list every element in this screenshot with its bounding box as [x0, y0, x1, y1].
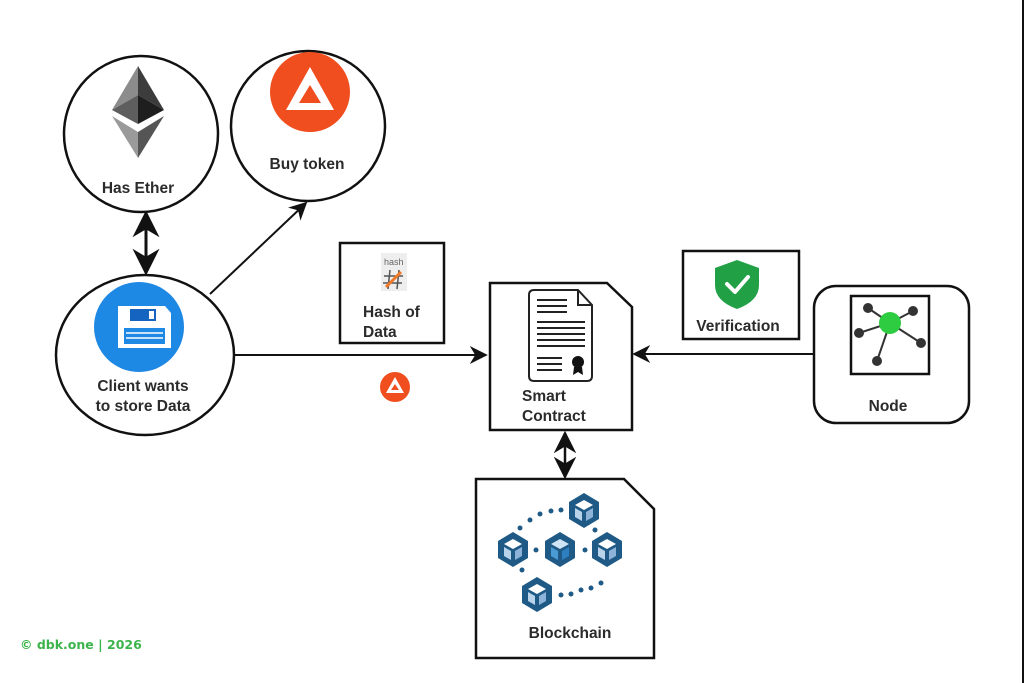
copyright-text: © dbk.one | 2026 — [20, 637, 142, 652]
buy-token-label: Buy token — [270, 156, 345, 173]
contract-document-icon — [528, 289, 593, 382]
block-cube — [592, 532, 622, 567]
client-label-line1: Client wants — [97, 378, 188, 395]
ethereum-icon — [112, 66, 164, 158]
block-cube — [569, 493, 599, 528]
edge-client-buy-token — [209, 201, 308, 295]
node-client: Client wants to store Data — [54, 273, 236, 437]
bat-token-icon — [270, 52, 350, 132]
block-cube — [545, 532, 575, 567]
node-has-ether: Has Ether — [62, 54, 220, 214]
smart-contract-label-line2: Contract — [522, 408, 586, 425]
block-cube — [498, 532, 528, 567]
shield-check-icon — [715, 260, 759, 309]
node-buy-token: Buy token — [229, 49, 387, 203]
has-ether-label: Has Ether — [102, 180, 174, 197]
edge-token-icon — [380, 372, 410, 402]
node-label: Node — [869, 398, 908, 415]
hash-label-line1: Hash of — [363, 304, 421, 321]
node-hash-of-data: hash Hash of Data — [338, 241, 446, 345]
network-node-icon — [849, 294, 931, 376]
blockchain-label: Blockchain — [529, 625, 612, 642]
block-cube — [522, 577, 552, 612]
blockchain-cubes-icon — [498, 493, 622, 612]
floppy-disk-icon — [94, 282, 184, 372]
hash-icon: hash — [381, 253, 407, 291]
node-verification: Verification — [681, 249, 801, 341]
verification-label: Verification — [696, 318, 780, 335]
hash-label-line2: Data — [363, 324, 397, 341]
node-network-node: Node — [812, 284, 971, 425]
node-blockchain: Blockchain — [474, 477, 656, 660]
client-label-line2: to store Data — [96, 398, 191, 415]
right-border — [1022, 0, 1024, 683]
hash-icon-text: hash — [384, 257, 404, 267]
smart-contract-label-line1: Smart — [522, 388, 566, 405]
node-smart-contract: Smart Contract — [488, 281, 634, 432]
